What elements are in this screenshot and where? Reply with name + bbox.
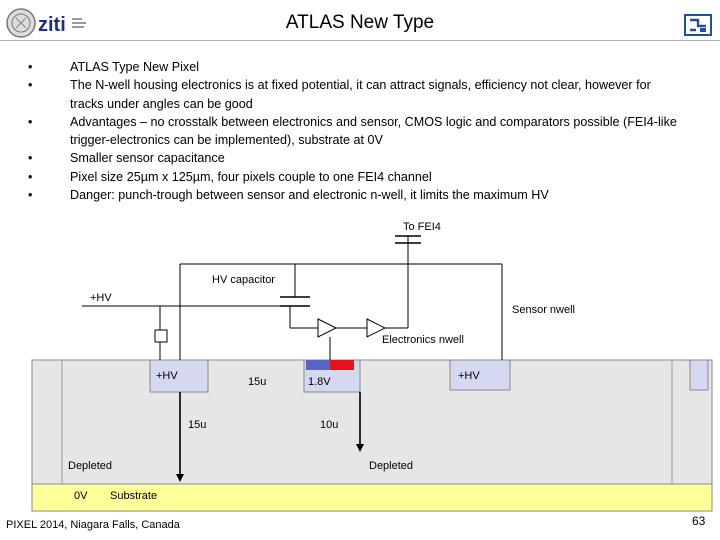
arrow-head <box>176 474 184 482</box>
label-electronics-nwell: Electronics nwell <box>382 334 464 346</box>
bullet-text: The N-well housing electronics is at fix… <box>70 78 651 111</box>
bullet-item: • ATLAS Type New Pixel <box>28 58 678 76</box>
label-substrate-0v: 0V <box>74 490 88 502</box>
sensor-nwell-left <box>149 359 209 393</box>
sensor-nwell-right <box>449 359 511 391</box>
bullet-item: • Advantages – no crosstalk between elect… <box>28 113 678 150</box>
university-seal-icon: ziti <box>6 8 86 38</box>
bullet-dot: • <box>28 60 33 74</box>
label-hv-input: +HV <box>90 292 112 304</box>
label-hv-well-right: +HV <box>458 370 480 382</box>
page-number: 63 <box>692 514 706 528</box>
label-to-fei4: To FEI4 <box>403 221 441 233</box>
bullet-dot: • <box>28 188 33 203</box>
bullet-text: Smaller sensor capacitance <box>70 151 225 166</box>
pmos-transistor <box>306 360 330 370</box>
bullet-dot: • <box>28 169 33 184</box>
bullet-dot: • <box>28 151 33 166</box>
label-dimension-10u: 10u <box>320 419 339 431</box>
bullet-item: • Smaller sensor capacitance <box>28 149 678 167</box>
bullet-list: • ATLAS Type New Pixel • The N-well housin… <box>28 58 678 204</box>
bullet-text: Danger: punch-trough between sensor and … <box>70 188 549 203</box>
footer-conference: PIXEL 2014, Niagara Falls, Canada <box>6 519 180 531</box>
amplifier-1-icon <box>317 318 338 338</box>
label-depleted-left: Depleted <box>68 460 113 472</box>
ziti-logo-text: ziti <box>38 14 66 36</box>
bullet-text: Advantages – no crosstalk between electr… <box>70 114 677 148</box>
label-hv-capacitor: HV capacitor <box>212 274 275 286</box>
bullet-dot: • <box>28 114 33 129</box>
label-voltage-1-8v: 1.8V <box>308 376 331 388</box>
header-divider <box>0 40 720 41</box>
page-title: ATLAS New Type <box>285 12 435 33</box>
label-substrate: Substrate <box>110 490 158 502</box>
label-dimension-15u-a: 15u <box>248 376 267 388</box>
sensor-bulk <box>31 359 713 485</box>
label-dimension-15u-b: 15u <box>188 419 207 431</box>
amplifier-2-icon <box>366 318 387 338</box>
bullet-text: Pixel size 25µm x 125µm, four pixels cou… <box>70 169 432 184</box>
nmos-transistor <box>330 360 354 370</box>
bullet-text: ATLAS Type New Pixel <box>70 60 200 74</box>
label-depleted-right: Depleted <box>369 460 414 472</box>
label-hv-well-left: +HV <box>156 370 178 382</box>
bullet-item: • The N-well housing electronics is at fi… <box>28 76 678 113</box>
bullet-item: • Danger: punch-trough between sensor and… <box>28 186 678 204</box>
arrow-head <box>356 444 364 452</box>
bias-resistor-icon <box>154 329 168 343</box>
bullet-item: • Pixel size 25µm x 125µm, four pixels co… <box>28 168 678 186</box>
institute-logo-icon <box>684 14 712 36</box>
bullet-dot: • <box>28 78 33 93</box>
label-sensor-nwell: Sensor nwell <box>512 304 575 316</box>
sensor-nwell-edge <box>689 359 709 391</box>
substrate-region <box>31 483 713 512</box>
